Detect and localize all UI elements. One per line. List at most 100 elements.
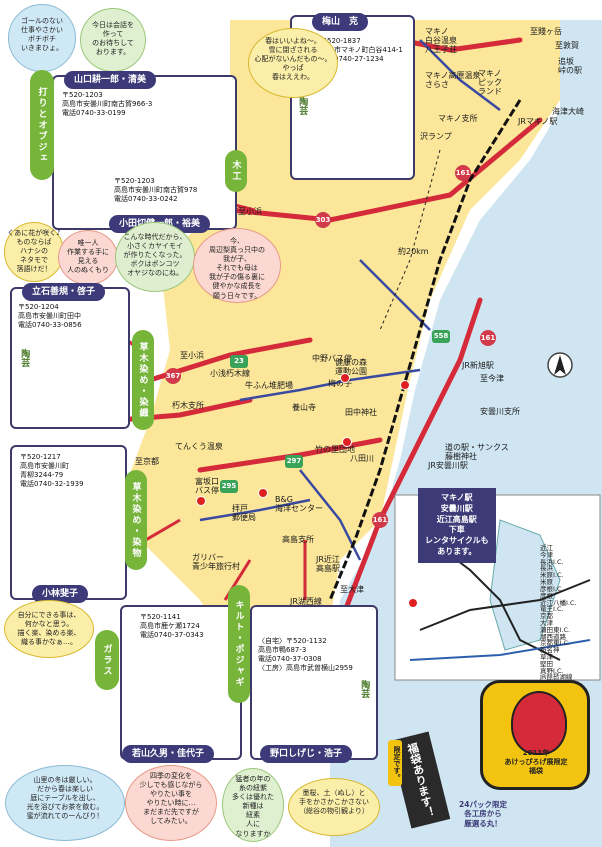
fukubukuro-bag-icon xyxy=(511,691,567,755)
inset-lake xyxy=(489,519,561,651)
place-distance: 約20km xyxy=(398,247,429,256)
ribbon-mokko: 木工 xyxy=(225,150,247,192)
map-pin[interactable] xyxy=(340,373,350,383)
place-ohtsu: 至大津 xyxy=(340,585,364,594)
route-shield: 295 xyxy=(220,480,238,493)
route-shield: 161 xyxy=(455,165,471,181)
panel-title: 山口耕一郎・清美 xyxy=(64,71,157,89)
ribbon-kusaki-2: 草木染め・染物 xyxy=(125,470,147,570)
panel-wakayama: 〒520-1141 高島市鹿ケ瀬1724 電話0740-37-0343 若山久男… xyxy=(120,605,242,763)
fukubukuro-tagline: 24パック限定 各工房から 厳選る丸！ xyxy=(459,800,507,828)
place-sawa: 沢ランプ xyxy=(420,132,452,141)
place-umenoko: 梅の子 xyxy=(328,379,352,388)
place-jr-makino: JRマキノ駅 xyxy=(518,117,558,126)
road-blue-1 xyxy=(239,368,421,402)
map-pin[interactable] xyxy=(196,496,206,506)
place-kenko: 健康の森 運動公園 xyxy=(335,358,367,376)
bubble-bottom-1: 山里の冬は厳しい。 だから春は楽しい 庭にテーブルを出し、 光を浴びてお茶を飲む… xyxy=(5,765,125,841)
place-takenosato: 竹の里団地 xyxy=(315,445,355,454)
map-pin[interactable] xyxy=(258,488,268,498)
place-tengu: てんくう温泉 xyxy=(175,442,223,451)
route-shield: 161 xyxy=(480,330,496,346)
place-hatagawa: 八田川 xyxy=(350,454,374,463)
road-303 xyxy=(227,117,543,223)
bubble-bottom-4: 墨桜、土（ぬし）と 手をかさかこかさない （総谷の物引観より） xyxy=(288,778,380,836)
place-adogawa: JR安曇川駅 xyxy=(428,461,468,470)
fukubukuro-box: 2011年 あけっぴろげ展限定 福袋 xyxy=(480,680,590,790)
place-makino-kogen: マキノ高原温泉 さらさ xyxy=(425,71,481,89)
bubble-center-2: 今、 周辺梨真っ只中の 我が子、 それでも母は 我が子の傷る裏に 健やかな成長を… xyxy=(193,228,281,303)
road-top xyxy=(397,37,523,53)
place-youmeiji: 養山寺 xyxy=(292,403,316,412)
bubble-bottom-2: 四季の変化を 少しでも感じながら やりたい事を やりたい時に… まだまだ先ですが… xyxy=(125,765,217,841)
panel-title: 梅山 克 xyxy=(312,13,369,31)
panel-address: 〒520-1203 高島市安曇川町南古賀978 電話0740-33-0242 xyxy=(114,177,198,204)
panel-craft-label: 陶芸 xyxy=(19,349,30,367)
place-jr-kosei: JR湖西線 xyxy=(290,597,322,606)
ribbon-garasu: ガラス xyxy=(95,630,119,690)
panel-address: 〒520-1141 高島市鹿ケ瀬1724 電話0740-37-0343 xyxy=(140,613,204,640)
place-kozato: 小浅朽木線 xyxy=(210,369,250,378)
map-pin[interactable] xyxy=(408,598,418,608)
route-shield: 23 xyxy=(230,355,248,368)
fukubukuro-year: 2011年 あけっぴろげ展限定 福袋 xyxy=(504,749,568,775)
distance-leader xyxy=(379,149,441,331)
place-nakano: 中野バス停 xyxy=(312,354,352,363)
place-takashima-shisho: 高島支所 xyxy=(282,535,314,544)
place-makino-shiratani: マキノ 白谷温泉 八王子荘 xyxy=(425,27,457,54)
place-tomisaka: 富坂口 バス停 xyxy=(195,477,219,495)
panel-kobayashi: 〒520-1217 高島市安曇川町 青柳3244-79 電話0740-32-19… xyxy=(10,445,127,603)
fukubukuro-limited-badge: 限定です。 xyxy=(388,740,402,786)
road-blue-4 xyxy=(359,259,431,331)
place-obama-2: 至小浜 xyxy=(180,351,204,360)
bubble-left-mid-2: 唯一人 作業する手に 見える 人のぬくもり xyxy=(58,230,118,285)
place-makino-shisho: マキノ支所 xyxy=(438,114,478,123)
panel-noguchi: 〈自宅〉〒520-1132 高島市鴨687-3 電話0740-37-0308 〈… xyxy=(250,605,378,763)
road-blue-5 xyxy=(419,39,501,111)
route-shield: 303 xyxy=(315,212,331,228)
ribbon-kiruto: キルト・ポジャギ xyxy=(228,585,250,703)
compass-needle xyxy=(554,355,566,375)
place-shizugadake: 至賤ヶ岳 xyxy=(530,27,562,36)
station-callout: マキノ駅 安曇川駅 近江高島駅 下車 レンタサイクルも あります。 xyxy=(418,488,496,563)
map-pin[interactable] xyxy=(342,437,352,447)
place-jr-omi: JR近江 高島駅 xyxy=(316,555,340,573)
bubble-top-left-2: 今日は会話を 作って のお待ちして おります。 xyxy=(80,8,146,72)
panel-yamaguchi: 山口耕一郎・清美 〒520-1203 高島市安曇川町南古賀966-3 電話074… xyxy=(52,71,237,233)
panel-craft-label: 陶芸 xyxy=(297,97,308,115)
panel-title: 立石善規・啓子 xyxy=(22,283,106,301)
route-shield: 161 xyxy=(372,512,388,528)
inset-rail-2 xyxy=(419,579,591,631)
panel-address: 〒520-1837 高島市マキノ町白谷414-1 電話0740-27-1234 xyxy=(320,37,403,64)
bubble-top-left-1: ゴールのない 仕事やさかい ボチボチ いきまひょ。 xyxy=(8,4,76,72)
place-kutsuki-shisho: 朽木支所 xyxy=(172,401,204,410)
panel-address: 〒520-1204 高島市安曇川町田中 電話0740-33-0856 xyxy=(18,303,82,330)
panel-address: 〒520-1217 高島市安曇川町 青柳3244-79 電話0740-32-19… xyxy=(20,453,84,489)
rail-jr-kosei xyxy=(328,99,522,601)
bubble-umeyama: 春はいいよね〜。 雪に閉ざされる 心配がないんだもの〜。 やっぱ 春はええわ。 xyxy=(248,28,338,98)
place-kyoto: 至京都 xyxy=(135,457,159,466)
place-gyudon: 牛ふん堆肥場 xyxy=(245,381,293,390)
panel-title: 野口しげじ・浩子 xyxy=(260,745,353,763)
place-sanx: 道の駅・サンクス 藤樹神社 xyxy=(445,443,509,461)
panel-address: 〈自宅〉〒520-1132 高島市鴨687-3 電話0740-37-0308 〈… xyxy=(258,637,353,673)
map-pin[interactable] xyxy=(400,380,410,390)
road-161 xyxy=(327,297,483,653)
place-hiraki: 拝戸 郵便局 xyxy=(232,504,256,522)
inset-highway xyxy=(409,639,591,661)
place-tanaka: 田中神社 xyxy=(345,408,377,417)
place-obama-1: 至小浜 xyxy=(238,207,262,216)
road-blue-3 xyxy=(199,498,311,522)
bubble-bottom-3: 猛者の年の 糸の紐紫 多くは優れた 新種は 紐素 人に なりますか xyxy=(222,768,284,842)
place-michinoeki: 追坂 峠の駅 xyxy=(558,57,582,75)
route-shield: 558 xyxy=(432,330,450,343)
bubble-bottom-left: 自分にできる事は、 何かなと思う。 描く楽、染める楽、 織る事かなぁ…。 xyxy=(4,600,94,658)
panel-title: 小林斐子 xyxy=(32,585,89,603)
place-tsuruga: 至敦賀 xyxy=(555,41,579,50)
route-shield: 297 xyxy=(285,455,303,468)
bubble-center-1: こんな時代だから、 小さくカヤイモイ が作りたくなった。 ボクはポンコツ オヤジ… xyxy=(115,222,195,292)
bubble-left-mid-1: くあに花が咲く♪ ものならば ハナシの ネタモで 落語けだ！ xyxy=(4,222,64,282)
panel-address: 〒520-1203 高島市安曇川町南古賀966-3 電話0740-33-0199 xyxy=(62,91,153,118)
route-shield: 367 xyxy=(165,368,181,384)
noguchi-craft-label: 陶芸 xyxy=(359,680,370,698)
